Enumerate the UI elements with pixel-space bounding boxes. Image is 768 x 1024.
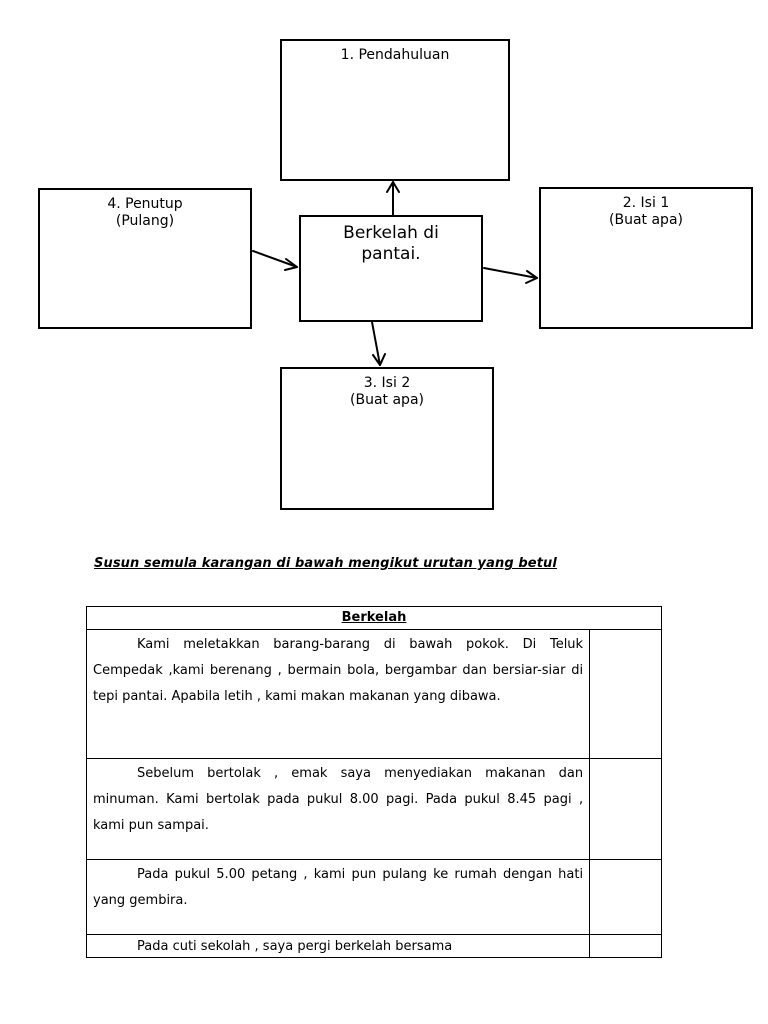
order-answer-cell-4[interactable] [589, 934, 662, 958]
center-topic-line-2: pantai. [361, 244, 421, 264]
arrowhead-to-pendahuluan [386, 181, 400, 193]
arrowhead-from-penutup [284, 258, 298, 271]
box-isi-2-label: 3. Isi 2 [363, 375, 411, 391]
paragraph-3: Pada pukul 5.00 petang , kami pun pulang… [85, 859, 591, 935]
arrowhead-to-isi-2 [372, 353, 386, 366]
table-title: Berkelah [86, 606, 662, 630]
diagram-arrows [252, 181, 538, 366]
box-penutup-label: 4. Penutup [107, 196, 183, 212]
box-isi-1: 2. Isi 1 (Buat apa) [539, 187, 753, 329]
box-isi-1-sublabel: (Buat apa) [609, 212, 683, 228]
arrow-to-isi-2 [371, 321, 381, 366]
table-row: Pada cuti sekolah , saya pergi berkelah … [85, 934, 662, 958]
paragraph-1: Kami meletakkan barang-barang di bawah p… [85, 629, 591, 759]
box-penutup-sublabel: (Pulang) [115, 213, 175, 229]
arrowhead-to-isi-1 [525, 270, 538, 284]
instruction-text: Susun semula karangan di bawah mengikut … [94, 556, 557, 571]
box-isi-1-label: 2. Isi 1 [622, 195, 670, 211]
center-topic-line-1: Berkelah di [343, 223, 439, 243]
order-answer-cell-3[interactable] [589, 859, 662, 935]
table-row: Kami meletakkan barang-barang di bawah p… [85, 629, 662, 759]
box-center-topic: Berkelah di pantai. [299, 215, 483, 322]
box-pendahuluan: 1. Pendahuluan [280, 39, 510, 181]
table-header-row: Berkelah [86, 606, 662, 630]
box-isi-2-sublabel: (Buat apa) [350, 392, 424, 408]
box-pendahuluan-label: 1. Pendahuluan [340, 47, 450, 63]
box-isi-2: 3. Isi 2 (Buat apa) [280, 367, 494, 510]
arrow-from-penutup [252, 250, 298, 268]
essay-table: Berkelah Kami meletakkan barang-barang d… [85, 606, 662, 958]
order-answer-cell-2[interactable] [589, 758, 662, 860]
box-penutup: 4. Penutup (Pulang) [38, 188, 252, 329]
order-answer-cell-1[interactable] [589, 629, 662, 759]
paragraph-2: Sebelum bertolak , emak saya menyediakan… [85, 758, 591, 860]
paragraph-4: Pada cuti sekolah , saya pergi berkelah … [85, 934, 591, 958]
table-row: Pada pukul 5.00 petang , kami pun pulang… [85, 859, 662, 935]
arrow-to-isi-1 [483, 267, 538, 279]
table-row: Sebelum bertolak , emak saya menyediakan… [85, 758, 662, 860]
